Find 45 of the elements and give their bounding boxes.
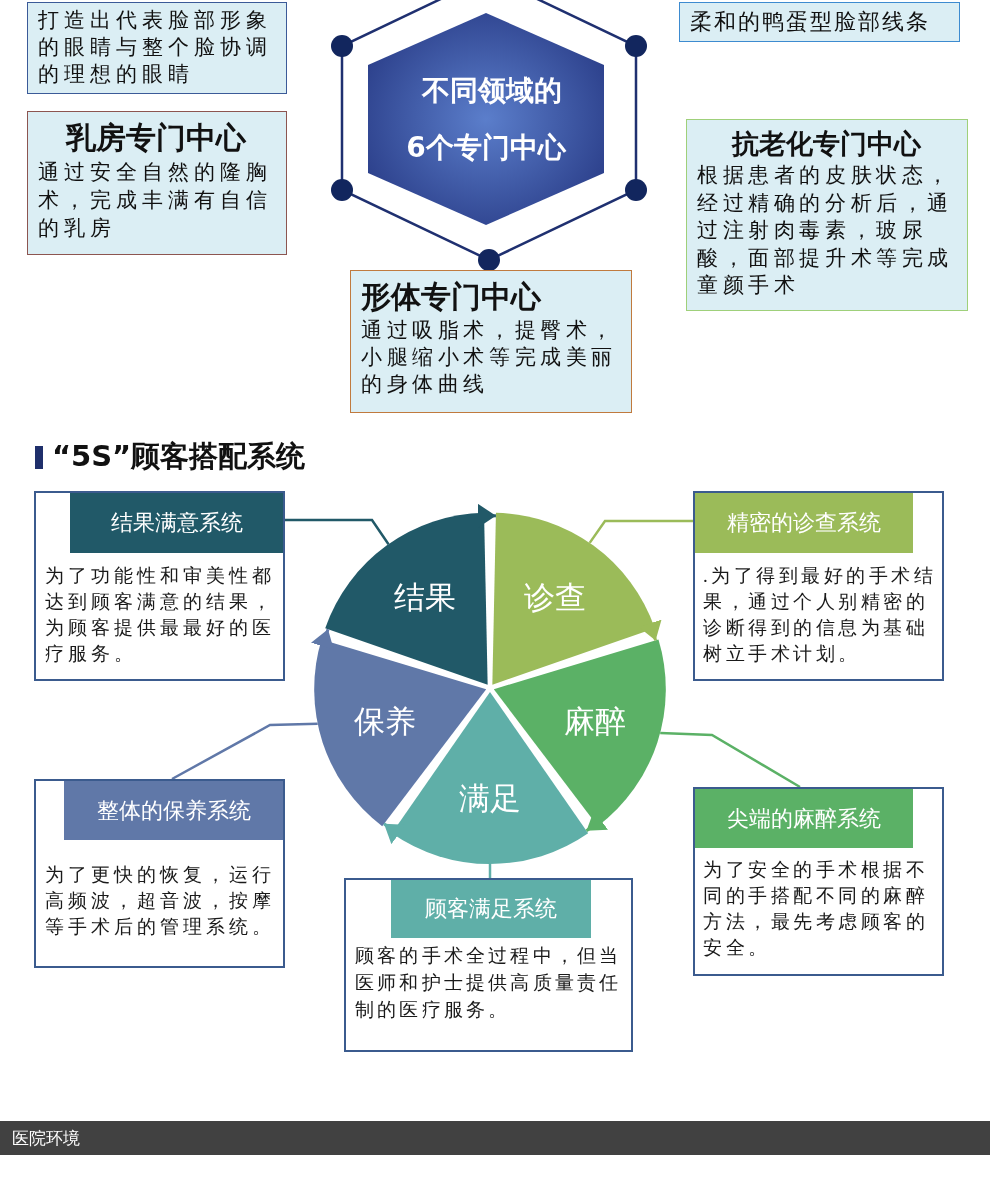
segment-label: 麻醉 (564, 704, 627, 741)
info-panel (350, 270, 632, 413)
card-text: 顾客的手术全过程中，但当医师和护士提供高质量责任制的医疗服务。 (355, 944, 623, 1022)
info-panel (686, 119, 968, 311)
segment-label: 保养 (353, 704, 416, 741)
header-text: 整体的保养系统 (96, 796, 251, 825)
panel-text: 打造出代表脸部形象的眼睛与整个脸协调的理想的眼睛 (38, 7, 273, 88)
panel-text: 通过安全自然的隆胸术，完成丰满有自信的乳房 (38, 159, 273, 242)
panel-heading: 乳房专门中心 (64, 119, 247, 157)
card-text: 为了安全的手术根据不同的手搭配不同的麻醉方法，最先考虑顾客的安全。 (703, 858, 929, 960)
leader-line (171, 722, 318, 781)
info-panel (27, 111, 287, 255)
info-card (34, 779, 285, 968)
card-text: 为了更快的恢复，运行高频波，超音波，按摩等手术后的管理系统。 (45, 863, 276, 939)
header-text: 顾客满足系统 (425, 895, 557, 923)
section-title: “5S”顾客搭配系统 (52, 438, 306, 475)
info-panel (679, 2, 960, 42)
header-text: 尖端的麻醉系统 (727, 804, 881, 833)
header-text: 结果满意系统 (110, 509, 243, 537)
segment-label: 结果 (393, 580, 456, 617)
panel-heading: 形体专门中心 (361, 278, 542, 316)
panel-text: 柔和的鸭蛋型脸部线条 (690, 8, 931, 36)
header-band (695, 789, 913, 848)
panel-heading: 抗老化专门中心 (730, 127, 922, 161)
leader-line (285, 518, 390, 545)
panel-text: 根据患者的皮肤状态，经过精确的分析后，通过注射肉毒素，玻尿酸，面部提升术等完成童颜手术 (697, 162, 954, 299)
segment-label: 诊查 (524, 580, 587, 617)
info-card (34, 491, 285, 681)
leader-line (488, 864, 492, 878)
header-band (70, 493, 283, 553)
header-band (695, 493, 913, 553)
header-band (391, 880, 591, 938)
info-card (693, 787, 944, 976)
info-panel (27, 2, 287, 94)
section-bar-title: 医院环境 (12, 1127, 80, 1150)
header-band (64, 781, 283, 840)
panel-text: 通过吸脂术，提臀术，小腿缩小术等完成美丽的身体曲线 (361, 317, 618, 398)
leader-line (660, 731, 801, 789)
card-text: .为了得到最好的手术结果，通过个人别精密的诊断得到的信息为基础树立手术计划。 (703, 564, 938, 666)
info-card (344, 878, 633, 1052)
card-text: 为了功能性和审美性都达到顾客满意的结果，为顾客提供最最好的医疗服务。 (45, 564, 276, 666)
leader-line (588, 519, 693, 544)
header-text: 精密的诊查系统 (727, 509, 881, 537)
info-card (693, 491, 944, 681)
segment-label: 满足 (459, 780, 521, 817)
